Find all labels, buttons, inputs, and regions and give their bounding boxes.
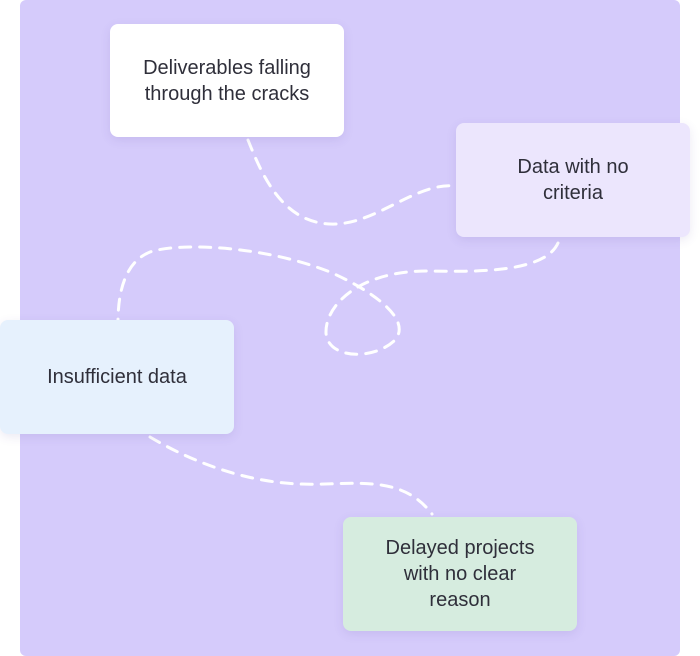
connector-insufficient-to-delayed: [148, 435, 434, 516]
card-insufficient-data: Insufficient data: [0, 320, 234, 434]
connector-deliverables-to-criteria: [246, 138, 457, 226]
card-data-with-no-criteria: Data with no criteria: [456, 123, 690, 237]
connector-criteria-to-insufficient-loop: [116, 241, 560, 356]
card-delayed-projects: Delayed projects with no clear reason: [343, 517, 577, 631]
card-deliverables-falling-through-cracks: Deliverables falling through the cracks: [110, 24, 344, 137]
